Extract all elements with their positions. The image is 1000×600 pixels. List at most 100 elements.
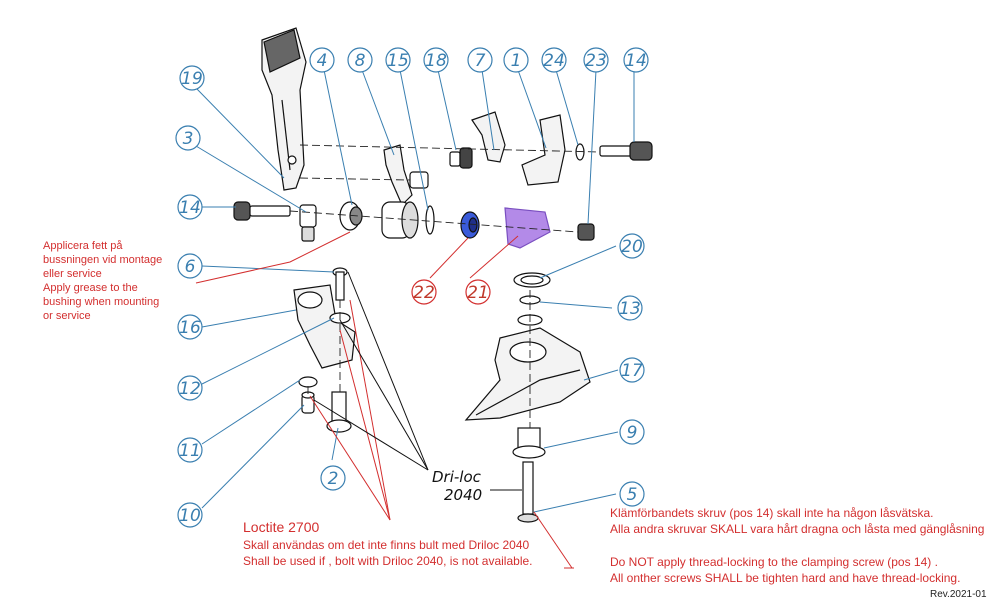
callout-number: 7 xyxy=(475,51,486,71)
revision-label: Rev.2021-01 xyxy=(930,589,987,600)
callout-circle xyxy=(619,357,645,383)
grease-note-line-3: eller service xyxy=(43,268,102,280)
callout-number: 21 xyxy=(467,283,489,303)
red-leader-lines xyxy=(195,231,574,569)
callout-number: 22 xyxy=(413,283,435,303)
part-14-bolt-top xyxy=(599,141,653,161)
screw-note-sv-2: Alla andra skruvar SKALL vara hårt dragn… xyxy=(610,522,984,536)
callout-14a: 14 xyxy=(623,47,649,73)
callout-1: 1 xyxy=(503,47,529,73)
loctite-title: Loctite 2700 xyxy=(243,519,319,535)
leader-lines xyxy=(195,69,635,513)
callout-8: 8 xyxy=(347,47,373,73)
grease-note-line-6: or service xyxy=(43,310,91,322)
part-19-lever xyxy=(261,27,307,191)
callout-number: 16 xyxy=(179,318,201,338)
callout-circle xyxy=(385,47,411,73)
driloc-line-2: 2040 xyxy=(444,486,482,504)
part-20-seal xyxy=(513,272,551,288)
grease-note: Applicera fett på bussningen vid montage… xyxy=(43,240,162,322)
parts xyxy=(233,27,653,523)
callout-16: 16 xyxy=(177,314,203,340)
part-9-bushing xyxy=(512,427,546,459)
callout-circle xyxy=(623,47,649,73)
screw-note-en-2: All onther screws SHALL be tighten hard … xyxy=(610,571,960,585)
callout-number: 6 xyxy=(185,257,196,277)
callout-23: 23 xyxy=(583,47,609,73)
part-17-housing xyxy=(464,327,591,421)
grease-note-line-2: bussningen vid montage xyxy=(43,254,162,266)
callout-number: 23 xyxy=(585,51,607,71)
part-4-bushing xyxy=(339,201,363,231)
callout-circle xyxy=(177,253,203,279)
callout-circle xyxy=(619,419,645,445)
callout-number: 10 xyxy=(179,506,201,526)
callout-7: 7 xyxy=(467,47,493,73)
callout-4: 4 xyxy=(309,47,335,73)
part-5-bolt xyxy=(517,461,539,523)
callout-21: 21 xyxy=(465,279,491,305)
callout-circle xyxy=(423,47,449,73)
callout-circle xyxy=(411,279,437,305)
screw-note-sv-1: Klämförbandets skruv (pos 14) skall inte… xyxy=(610,506,934,520)
callout-number: 17 xyxy=(621,361,643,381)
callout-14b: 14 xyxy=(177,194,203,220)
assembly-axes xyxy=(289,144,601,428)
callout-number: 3 xyxy=(183,129,194,149)
callout-circle xyxy=(177,375,203,401)
part-6-bolt xyxy=(332,267,348,301)
callout-24: 24 xyxy=(541,47,567,73)
callout-9: 9 xyxy=(619,419,645,445)
callout-number: 5 xyxy=(627,485,638,505)
callout-22: 22 xyxy=(411,279,437,305)
callout-20: 20 xyxy=(619,233,645,259)
callout-circle xyxy=(503,47,529,73)
part-15-washer xyxy=(425,205,435,235)
callout-5: 5 xyxy=(619,481,645,507)
callout-circle xyxy=(541,47,567,73)
callout-circle xyxy=(347,47,373,73)
callout-10: 10 xyxy=(177,502,203,528)
callout-circle xyxy=(177,314,203,340)
loctite-note: Loctite 2700 Skall användas om det inte … xyxy=(243,519,533,568)
driloc-label: Dri-loc 2040 xyxy=(432,468,482,504)
callout-number: 14 xyxy=(179,198,201,218)
part-23-nut xyxy=(577,223,595,241)
callout-13: 13 xyxy=(617,295,643,321)
callout-6: 6 xyxy=(177,253,203,279)
callout-circle xyxy=(467,47,493,73)
callout-17: 17 xyxy=(619,357,645,383)
callout-number: 18 xyxy=(425,51,447,71)
callout-12: 12 xyxy=(177,375,203,401)
callout-number: 9 xyxy=(627,423,638,443)
part-1-bracket xyxy=(521,114,566,186)
callout-2: 2 xyxy=(320,465,346,491)
callout-number: 1 xyxy=(511,51,522,71)
callout-circle xyxy=(177,194,203,220)
grease-note-line-1: Applicera fett på xyxy=(43,240,123,252)
callout-number: 2 xyxy=(328,469,339,489)
callout-number: 14 xyxy=(625,51,647,71)
callout-circle xyxy=(617,295,643,321)
part-14-bolt-left xyxy=(233,201,291,221)
callout-circle xyxy=(465,279,491,305)
driloc-line-1: Dri-loc xyxy=(432,468,482,486)
callout-number: 19 xyxy=(181,69,203,89)
callout-number: 15 xyxy=(387,51,409,71)
callout-number: 24 xyxy=(543,51,565,71)
part-18-bolt xyxy=(449,147,473,169)
callout-circle xyxy=(583,47,609,73)
part-2-pin xyxy=(326,391,352,433)
callout-circle xyxy=(177,437,203,463)
part-7-bracket xyxy=(471,111,506,163)
callout-15: 15 xyxy=(385,47,411,73)
callout-18: 18 xyxy=(423,47,449,73)
callout-number: 8 xyxy=(355,51,366,71)
callout-number: 20 xyxy=(621,237,643,257)
callout-circle xyxy=(175,125,201,151)
part-11-washer xyxy=(298,376,318,388)
loctite-line-2: Shall be used if , bolt with Driloc 2040… xyxy=(243,554,533,568)
part-22-bushing xyxy=(460,211,480,239)
